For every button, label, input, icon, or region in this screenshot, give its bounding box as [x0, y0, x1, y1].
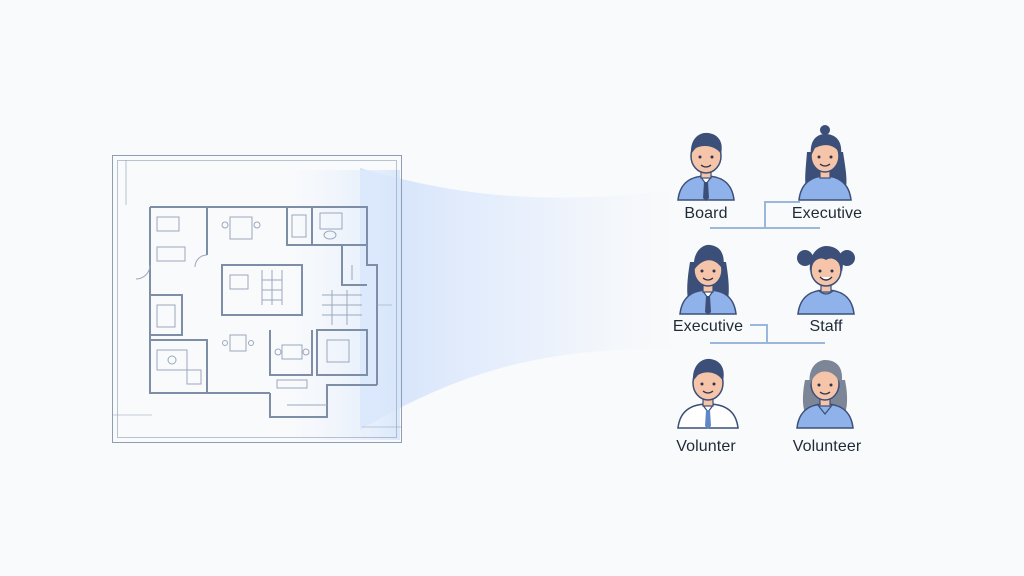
person-label-executive: Executive	[672, 318, 744, 335]
grey-hair-woman-avatar-icon	[796, 360, 854, 429]
woman-long-hair-avatar-icon	[798, 125, 852, 201]
man-tie-avatar-icon	[677, 132, 735, 201]
person-label-volunteer: Volunteer	[792, 438, 862, 455]
person-label-volunteer: Volunter	[676, 438, 736, 455]
woman-tie-avatar-icon	[679, 244, 737, 315]
person-label-staff: Staff	[809, 318, 843, 335]
man-white-shirt-avatar-icon	[677, 358, 739, 429]
person-label-executive: Executive	[791, 205, 863, 222]
person-label-board: Board	[684, 205, 728, 222]
woman-buns-avatar-icon	[797, 246, 855, 315]
floor-plan-blueprint-icon	[112, 155, 402, 443]
